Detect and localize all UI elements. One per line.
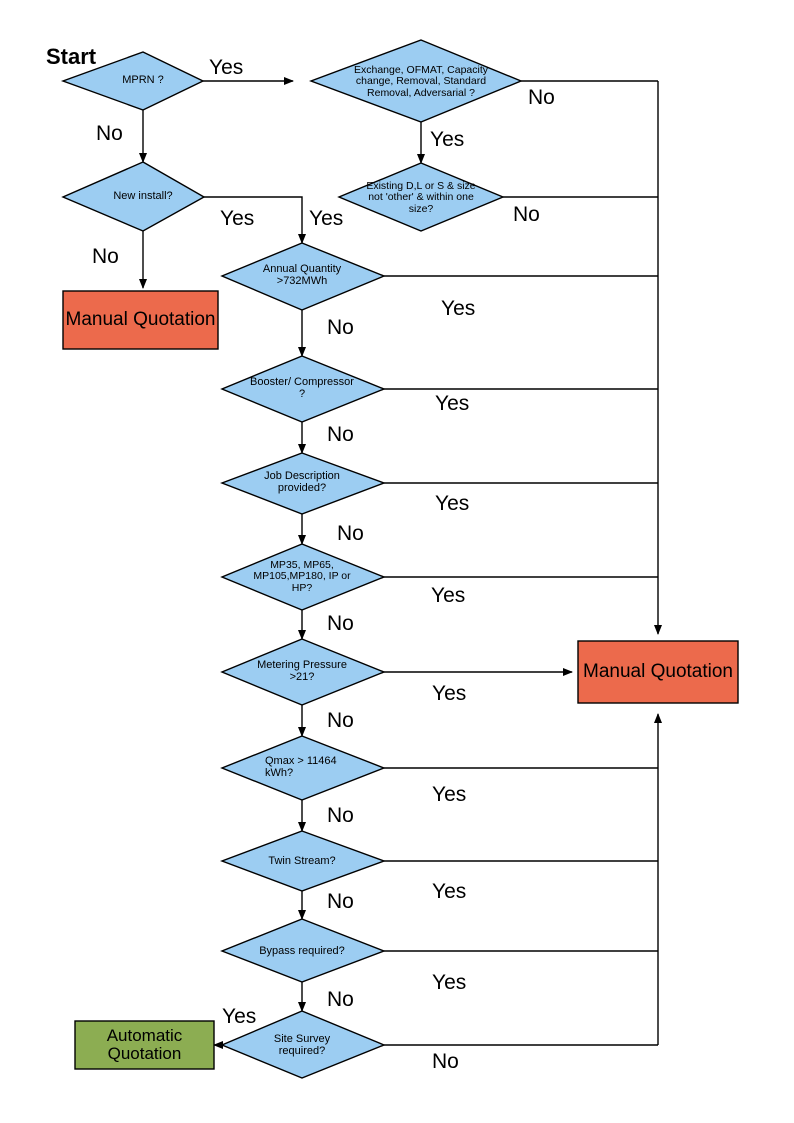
node-qmax [220, 735, 386, 801]
edge-label-existing-yes: Yes [309, 207, 344, 230]
edge-label-sitesurvey-no: Yes [222, 1005, 257, 1028]
node-exchange [308, 39, 523, 123]
edge-label-twin-yes: Yes [432, 880, 467, 903]
edge-label-annual-yes: Yes [441, 297, 476, 320]
edge-label-sitesurvey-yes: No [432, 1050, 459, 1073]
edge-label-qmax-yes: Yes [432, 783, 467, 806]
edge-label-metering-yes: Yes [432, 682, 467, 705]
edge-label-twin-no: No [327, 890, 354, 913]
edge-label-jobdesc-no: No [337, 522, 364, 545]
start-label: Start [46, 44, 97, 69]
node-newinstall [61, 161, 206, 232]
node-jobdesc [220, 452, 387, 515]
edge-label-booster-no: No [327, 423, 354, 446]
node-bypass [220, 918, 386, 983]
edge-label-exchange-yes: Yes [430, 128, 465, 151]
edge-label-annual-no: No [327, 316, 354, 339]
edge-label-bypass-no: No [327, 988, 354, 1011]
edge-label-metering-no: No [327, 709, 354, 732]
edge-label-mpclass-yes: Yes [431, 584, 466, 607]
node-metering [220, 638, 386, 706]
node-twin [220, 830, 387, 892]
node-sitesurvey [220, 1010, 386, 1079]
node-existing [337, 162, 505, 232]
node-booster [220, 355, 386, 423]
edge-label-mprn-no: No [96, 122, 123, 145]
edge-label-newinstall-yes: Yes [220, 207, 255, 230]
edge-label-qmax-no: No [327, 804, 354, 827]
node-annual [220, 242, 386, 311]
edge-label-bypass-yes: Yes [432, 971, 467, 994]
edge-label-existing-no: No [513, 203, 540, 226]
node-manual-quotation-right [577, 640, 739, 704]
edge-label-booster-yes: Yes [435, 392, 470, 415]
node-mpclass [220, 543, 386, 611]
edge-newinstall-yes [204, 196, 306, 244]
node-mprn [60, 51, 205, 111]
edge-label-jobdesc-yes: Yes [435, 492, 470, 515]
edge-label-exchange-no: No [528, 86, 555, 109]
edge-label-mpclass-no: No [327, 612, 354, 635]
node-automatic-quotation [74, 1020, 215, 1070]
node-manual-quotation-left [62, 290, 219, 350]
edge-label-mprn-yes: Yes [209, 56, 244, 79]
edge-label-newinstall-no: No [92, 245, 119, 268]
